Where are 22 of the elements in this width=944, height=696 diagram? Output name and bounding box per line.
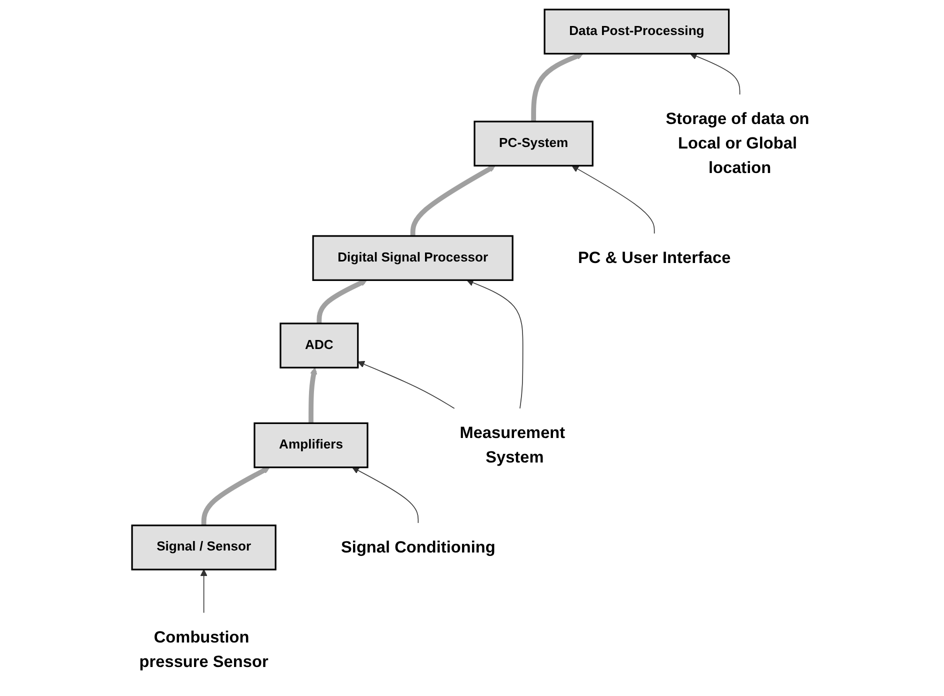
node-text: Signal Conditioning bbox=[341, 538, 496, 556]
node-text: PC & User Interface bbox=[578, 249, 731, 268]
arrow bbox=[572, 165, 655, 234]
arrow bbox=[466, 279, 524, 409]
arrow bbox=[202, 466, 270, 526]
node-text: Measurement System bbox=[460, 424, 566, 467]
node-box: PC-System bbox=[474, 120, 594, 166]
arrow bbox=[316, 279, 368, 324]
arrow bbox=[531, 52, 584, 122]
node-box: Signal / Sensor bbox=[131, 524, 277, 570]
node-box: Data Post-Processing bbox=[544, 8, 730, 54]
node-box: ADC bbox=[280, 322, 359, 368]
node-box: Amplifiers bbox=[254, 422, 369, 468]
arrow bbox=[352, 467, 419, 524]
arrow bbox=[358, 360, 456, 409]
arrow bbox=[690, 52, 740, 95]
arrow bbox=[200, 569, 208, 614]
arrow bbox=[410, 165, 496, 236]
node-text: Combustion pressure Sensor bbox=[139, 628, 269, 671]
node-text: Storage of data on Local or Global location bbox=[666, 110, 810, 178]
arrow bbox=[308, 367, 318, 424]
node-box: Digital Signal Processor bbox=[312, 235, 514, 281]
